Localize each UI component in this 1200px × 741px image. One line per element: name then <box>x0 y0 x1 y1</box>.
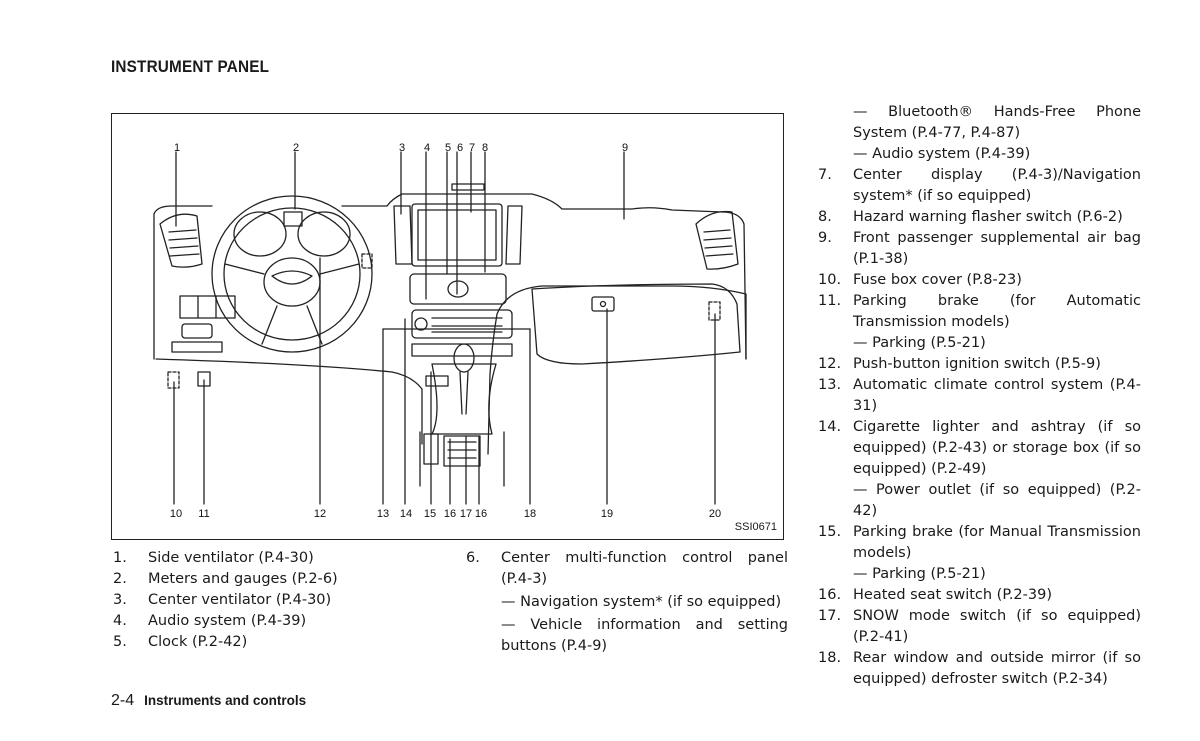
sub-item: — Parking (P.5-21) <box>853 566 986 582</box>
instrument-panel-figure: 1 2 3 4 5 6 7 8 9 10 11 12 13 14 15 16 1… <box>111 113 784 540</box>
item-text: Heated seat switch (P.2-39) <box>853 587 1052 603</box>
item-text: Center multi-function control panel (P.4… <box>501 550 788 587</box>
callout-2: 2 <box>292 142 300 154</box>
list-item: 2. Meters and gauges (P.2-6) <box>113 569 453 590</box>
item-number: 5. <box>113 634 127 650</box>
callout-9: 9 <box>621 142 629 154</box>
item-text: Rear window and outside mirror (if so eq… <box>853 650 1141 687</box>
item-subtext: — Vehicle information and setting button… <box>466 615 788 657</box>
callout-20: 20 <box>708 508 722 520</box>
item-number: 15. <box>818 524 842 540</box>
item-subtext: — Navigation system* (if so equipped) <box>466 592 788 613</box>
list-item: 16. Heated seat switch (P.2-39) <box>818 585 1141 606</box>
item-text: Meters and gauges (P.2-6) <box>148 571 338 587</box>
callout-3: 3 <box>398 142 406 154</box>
callout-15: 15 <box>423 508 437 520</box>
list-item: 13. Automatic climate control system (P.4… <box>818 375 1141 417</box>
page-number: 2-4 <box>111 692 135 709</box>
item-text: Cigarette lighter and ashtray (if so equ… <box>853 419 1141 477</box>
list-item: 4. Audio system (P.4-39) <box>113 611 453 632</box>
item-number: 1. <box>113 550 127 566</box>
item-text: Audio system (P.4-39) <box>148 613 307 629</box>
item-subtext: — Audio system (P.4-39) <box>818 144 1141 165</box>
callout-14: 14 <box>399 508 413 520</box>
item-number: 2. <box>113 571 127 587</box>
item-number: 17. <box>818 608 842 624</box>
item-number: 6. <box>466 550 480 566</box>
item-text: Automatic climate control system (P.4-31… <box>853 377 1141 414</box>
list-item: 14. Cigarette lighter and ashtray (if so … <box>818 417 1141 480</box>
callout-10: 10 <box>169 508 183 520</box>
callout-7: 7 <box>468 142 476 154</box>
list-item: 8. Hazard warning flasher switch (P.6-2) <box>818 207 1141 228</box>
callout-17: 17 <box>459 508 473 520</box>
item-list-col2: 6. Center multi-function control panel (P… <box>466 548 788 657</box>
list-item: 15. Parking brake (for Manual Transmissio… <box>818 522 1141 564</box>
item-text: Clock (P.2-42) <box>148 634 248 650</box>
sub-item: — Parking (P.5-21) <box>853 335 986 351</box>
sub-item: — Vehicle information and setting button… <box>501 617 788 654</box>
sub-item: — Bluetooth® Hands-Free Phone System (P.… <box>853 104 1141 141</box>
callout-8: 8 <box>481 142 489 154</box>
list-item: 18. Rear window and outside mirror (if so… <box>818 648 1141 690</box>
item-text: Center display (P.4-3)/Navigation system… <box>853 167 1141 204</box>
footer-section: Instruments and controls <box>144 693 307 708</box>
callout-6: 6 <box>456 142 464 154</box>
callout-16: 16 <box>443 508 457 520</box>
list-item: 11. Parking brake (for Automatic Transmis… <box>818 291 1141 333</box>
list-item: 10. Fuse box cover (P.8-23) <box>818 270 1141 291</box>
item-number: 4. <box>113 613 127 629</box>
item-text: Front passenger supplemental air bag (P.… <box>853 230 1141 267</box>
list-item: 12. Push-button ignition switch (P.5-9) <box>818 354 1141 375</box>
page-footer: 2-4 Instruments and controls <box>111 692 306 710</box>
item-number: 11. <box>818 293 842 309</box>
list-item: 17. SNOW mode switch (if so equipped) (P.… <box>818 606 1141 648</box>
item-number: 12. <box>818 356 842 372</box>
callout-4: 4 <box>423 142 431 154</box>
list-item: 9. Front passenger supplemental air bag (… <box>818 228 1141 270</box>
item-subtext: — Parking (P.5-21) <box>818 333 1141 354</box>
item-number: 16. <box>818 587 842 603</box>
callout-5: 5 <box>444 142 452 154</box>
item-list-col3: — Bluetooth® Hands-Free Phone System (P.… <box>818 102 1141 690</box>
figure-code: SSI0671 <box>734 521 777 533</box>
callout-18: 18 <box>523 508 537 520</box>
item-number: 9. <box>818 230 832 246</box>
item-subtext: — Bluetooth® Hands-Free Phone System (P.… <box>818 102 1141 144</box>
item-number: 3. <box>113 592 127 608</box>
sub-item: — Navigation system* (if so equipped) <box>501 594 782 610</box>
item-number: 13. <box>818 377 842 393</box>
item-number: 18. <box>818 650 842 666</box>
sub-item: — Audio system (P.4-39) <box>853 146 1031 162</box>
list-item: 5. Clock (P.2-42) <box>113 632 453 653</box>
item-text: SNOW mode switch (if so equipped) (P.2-4… <box>853 608 1141 645</box>
item-text: Fuse box cover (P.8-23) <box>853 272 1022 288</box>
item-subtext: — Parking (P.5-21) <box>818 564 1141 585</box>
item-number: 7. <box>818 167 832 183</box>
callout-1: 1 <box>173 142 181 154</box>
list-item: 3. Center ventilator (P.4-30) <box>113 590 453 611</box>
callout-13: 13 <box>376 508 390 520</box>
list-item: 6. Center multi-function control panel (P… <box>466 548 788 590</box>
item-number: 8. <box>818 209 832 225</box>
item-number: 14. <box>818 419 842 435</box>
item-text: Side ventilator (P.4-30) <box>148 550 314 566</box>
instrument-panel-drawing <box>153 151 747 505</box>
item-text: Hazard warning flasher switch (P.6-2) <box>853 209 1123 225</box>
sub-item: — Power outlet (if so equipped) (P.2-42) <box>853 482 1141 519</box>
callout-16b: 16 <box>474 508 488 520</box>
callout-19: 19 <box>600 508 614 520</box>
item-text: Parking brake (for Automatic Transmissio… <box>853 293 1141 330</box>
callout-11: 11 <box>198 508 210 520</box>
item-text: Center ventilator (P.4-30) <box>148 592 332 608</box>
item-number: 10. <box>818 272 842 288</box>
item-list-col1: 1. Side ventilator (P.4-30) 2. Meters and … <box>113 548 453 653</box>
list-item: 1. Side ventilator (P.4-30) <box>113 548 453 569</box>
section-title: INSTRUMENT PANEL <box>111 57 270 76</box>
item-text: Push-button ignition switch (P.5-9) <box>853 356 1101 372</box>
item-text: Parking brake (for Manual Transmission m… <box>853 524 1141 561</box>
item-subtext: — Power outlet (if so equipped) (P.2-42) <box>818 480 1141 522</box>
list-item: 7. Center display (P.4-3)/Navigation syst… <box>818 165 1141 207</box>
callout-12: 12 <box>313 508 327 520</box>
